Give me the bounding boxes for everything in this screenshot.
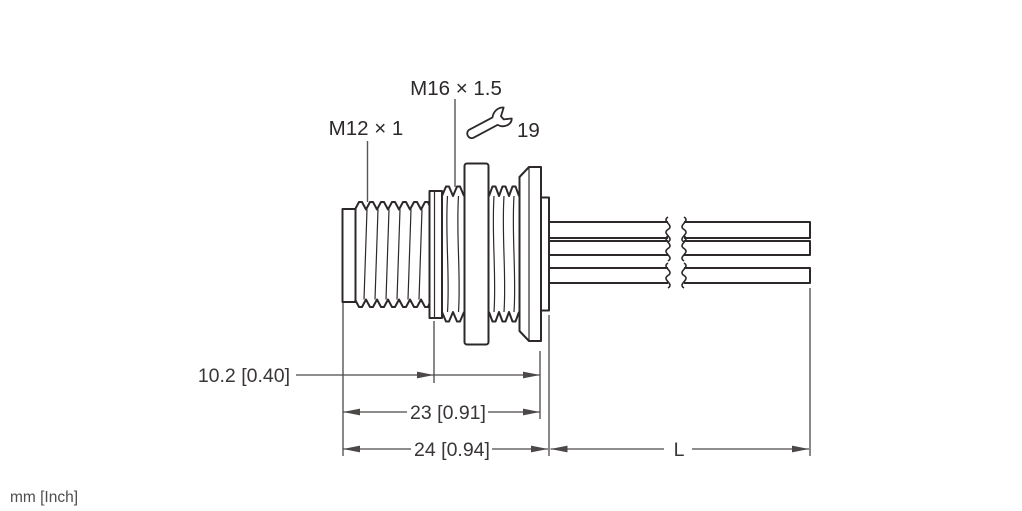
m12-thread-top [354, 201, 432, 211]
m16-rear-flanks [492, 195, 516, 313]
wire-3-left [549, 267, 668, 284]
connector-body [341, 162, 811, 346]
hex-nut [463, 162, 490, 346]
wrench-icon [466, 106, 513, 139]
rear-flange [518, 166, 542, 342]
wire-2-left [549, 240, 668, 256]
m12-thread-flanks [363, 209, 423, 300]
wire-1-right [684, 221, 811, 239]
arrow [523, 408, 540, 416]
wires [549, 216, 811, 289]
mounting-thread-label: M16 × 1.5 [410, 77, 502, 100]
dimension-lines [296, 288, 811, 456]
m16-thread-front-top [441, 185, 465, 197]
arrow [550, 445, 568, 453]
arrow [792, 445, 809, 453]
arrow [531, 445, 548, 453]
m16-thread-rear-top [488, 185, 520, 197]
arrow [343, 408, 360, 416]
leader-lines [366, 99, 456, 202]
m12-thread-bottom [354, 298, 432, 308]
back-bar [540, 196, 550, 312]
m16-thread-front-bottom [441, 311, 465, 323]
arrow [417, 371, 434, 379]
wire-3-right [684, 267, 811, 284]
unit-note: mm [Inch] [10, 489, 78, 506]
arrow [523, 371, 540, 379]
front-tip-cap [341, 208, 357, 303]
dim-body-length-value: 24 [0.94] [414, 439, 490, 461]
wrench-size-label: 19 [517, 119, 540, 142]
arrow [343, 445, 360, 453]
m16-thread-rear-bottom [488, 311, 520, 323]
dim-cable-length-value: L [674, 439, 685, 461]
front-thread-label: M12 × 1 [329, 117, 404, 140]
wire-1-left [549, 221, 668, 239]
wire-2-right [684, 240, 811, 256]
dim-front-length-value: 10.2 [0.40] [198, 365, 290, 387]
dimension-arrows [343, 371, 809, 453]
dim-flange-length-value: 23 [0.91] [410, 402, 486, 424]
wire-break-marks [665, 216, 687, 289]
collar [428, 190, 443, 319]
m16-front-flanks [446, 195, 460, 313]
